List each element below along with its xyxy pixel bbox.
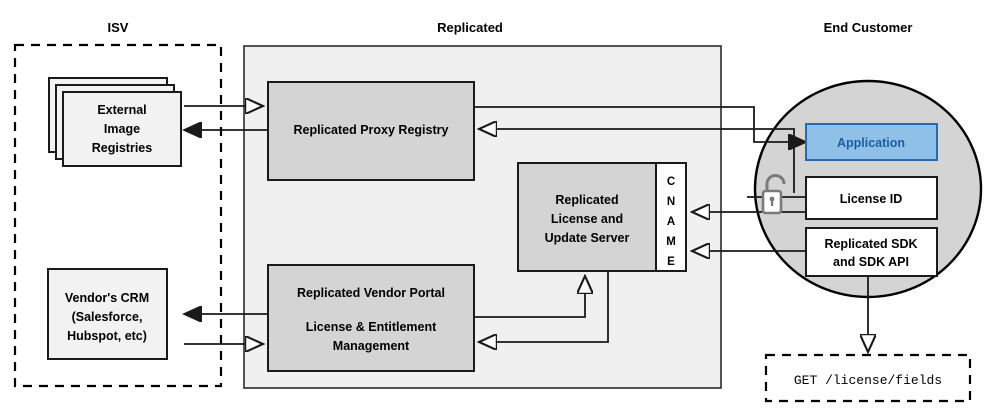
license-update-server-label-line3: Update Server xyxy=(545,231,630,245)
cname-letter-e: E xyxy=(667,256,675,268)
external-image-registries-label-line2: Image xyxy=(104,122,140,136)
license-id-box[interactable] xyxy=(805,176,938,220)
vendor-crm-label-line1: Vendor's CRM xyxy=(65,291,149,305)
api-call-label: GET /license/fields xyxy=(794,373,942,388)
vendor-crm-box[interactable] xyxy=(47,268,168,360)
cname-letter-m: M xyxy=(666,236,676,248)
isv-zone-boundary xyxy=(13,43,223,388)
license-id-label: License ID xyxy=(840,192,903,206)
application-label: Application xyxy=(837,136,905,150)
connector-license-server-to-vendorportal xyxy=(479,272,609,342)
zone-title-end-customer: End Customer xyxy=(824,20,913,35)
license-update-server-label-line2: License and xyxy=(551,212,623,226)
replicated-sdk-label-line2: and SDK API xyxy=(833,255,909,269)
replicated-sdk-box[interactable] xyxy=(805,227,938,277)
api-call-boundary xyxy=(764,353,972,403)
license-update-server-label-line1: Replicated xyxy=(555,193,618,207)
external-image-registries-label-line1: External xyxy=(97,103,146,117)
cname-letter-c: C xyxy=(667,176,675,188)
connector-vendorportal-to-license-server xyxy=(474,276,585,318)
connector-proxy-to-application xyxy=(474,106,806,142)
vendor-portal-label-line2: License & Entitlement xyxy=(306,320,437,334)
vendor-crm-label-line3: Hubspot, etc) xyxy=(67,329,147,343)
connector-application-to-proxy xyxy=(479,129,795,193)
cname-letter-a: A xyxy=(667,216,675,228)
unlocked-padlock-icon xyxy=(761,174,786,215)
zone-title-isv: ISV xyxy=(108,20,129,35)
cname-strip[interactable] xyxy=(655,162,687,272)
replicated-vendor-portal-box[interactable] xyxy=(267,264,475,372)
replicated-sdk-label-line1: Replicated SDK xyxy=(824,237,917,251)
vendor-portal-label-line3: Management xyxy=(333,339,410,353)
external-image-registries[interactable] xyxy=(62,91,182,167)
zone-title-replicated: Replicated xyxy=(437,20,503,35)
cname-letter-n: N xyxy=(667,196,675,208)
replicated-license-update-server-box[interactable] xyxy=(517,162,657,272)
application-box[interactable] xyxy=(805,123,938,161)
vendor-crm-label-line2: (Salesforce, xyxy=(72,310,143,324)
replicated-proxy-registry-box[interactable] xyxy=(267,81,475,181)
replicated-proxy-registry-label: Replicated Proxy Registry xyxy=(294,123,449,137)
external-image-registries-label-line3: Registries xyxy=(92,141,152,155)
vendor-portal-label-line1: Replicated Vendor Portal xyxy=(297,286,445,300)
